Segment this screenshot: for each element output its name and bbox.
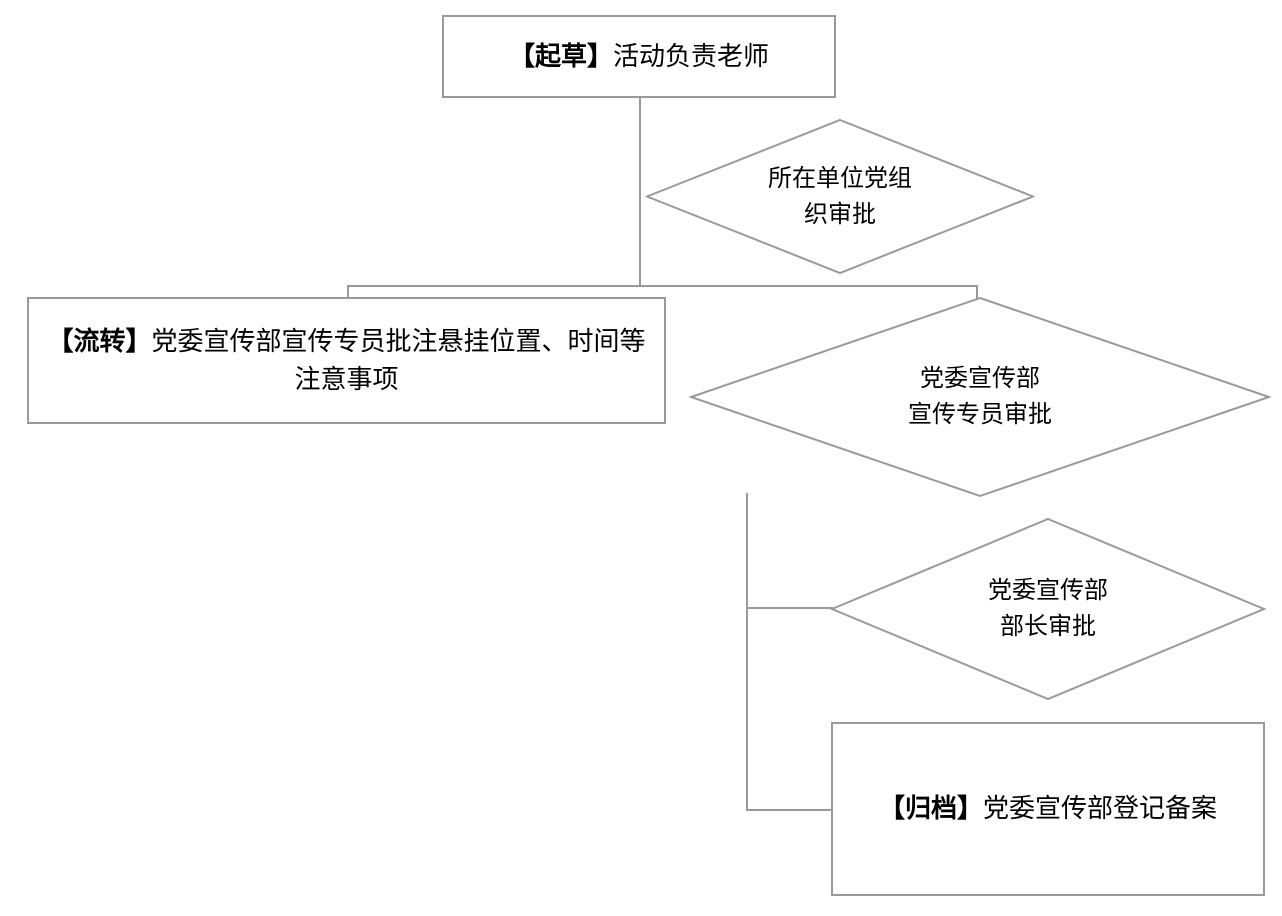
node-archive[interactable]: 【归档】党委宣传部登记备案 [831, 722, 1265, 896]
node-approve-chief-line2: 部长审批 [1000, 613, 1096, 640]
node-draft[interactable]: 【起草】活动负责老师 [442, 15, 836, 98]
node-approve-unit-line2: 织审批 [804, 200, 876, 228]
diamond-shape-approve-unit [645, 118, 1035, 275]
node-approve-chief-text: 党委宣传部 部长审批 [830, 517, 1266, 701]
diamond-shape-approve-officer [689, 296, 1271, 498]
node-archive-label: 党委宣传部登记备案 [983, 793, 1218, 824]
node-transfer-tag: 【流转】 [47, 325, 152, 356]
node-archive-tag: 【归档】 [878, 793, 983, 824]
node-transfer-label: 党委宣传部宣传专员批注悬挂位置、时间等注意事项 [151, 325, 646, 394]
node-draft-label: 活动负责老师 [613, 40, 770, 71]
node-approve-officer[interactable]: 党委宣传部 宣传专员审批 [689, 296, 1271, 498]
node-approve-chief[interactable]: 党委宣传部 部长审批 [830, 517, 1266, 701]
node-archive-text: 【归档】党委宣传部登记备案 [869, 790, 1227, 828]
node-draft-text: 【起草】活动负责老师 [499, 38, 779, 76]
node-transfer[interactable]: 【流转】党委宣传部宣传专员批注悬挂位置、时间等注意事项 [27, 297, 666, 424]
node-transfer-text: 【流转】党委宣传部宣传专员批注悬挂位置、时间等注意事项 [29, 323, 664, 398]
node-approve-officer-line2: 宣传专员审批 [908, 401, 1052, 428]
node-approve-chief-line1: 党委宣传部 [988, 577, 1108, 604]
node-approve-unit[interactable]: 所在单位党组 织审批 [645, 118, 1035, 275]
node-draft-tag: 【起草】 [508, 40, 613, 71]
node-approve-officer-text: 党委宣传部 宣传专员审批 [689, 296, 1271, 498]
node-approve-unit-text: 所在单位党组 织审批 [645, 118, 1035, 275]
node-approve-officer-line1: 党委宣传部 [920, 365, 1040, 392]
node-approve-unit-line1: 所在单位党组 [768, 164, 912, 192]
diamond-shape-approve-chief [830, 517, 1266, 701]
